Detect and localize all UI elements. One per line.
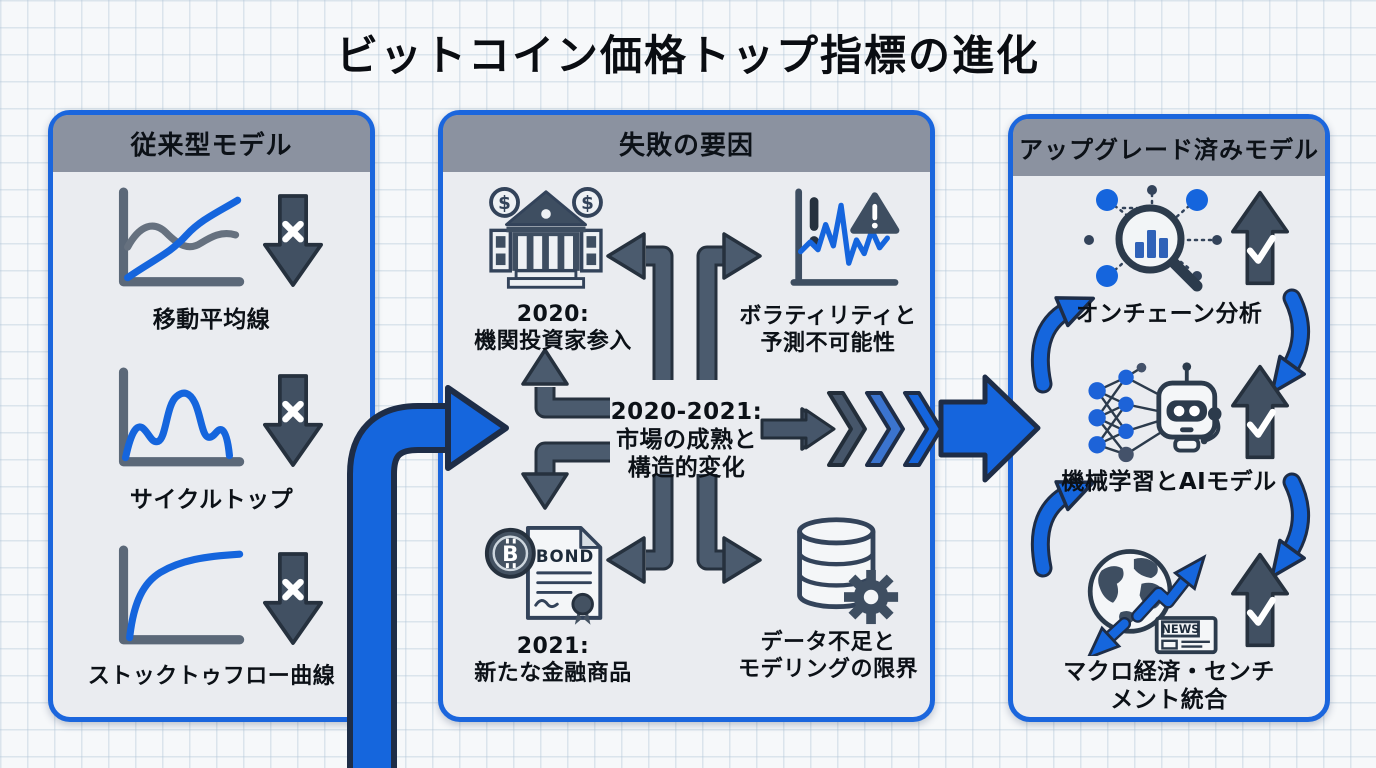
bank-institution-icon: $ $ [489, 186, 603, 289]
magnifier-bar-chart-icon [1115, 204, 1203, 292]
panel-traditional-body: 移動平均線 サイクルトップ ストックトゥフロー曲線 [53, 172, 370, 717]
bitcoin-coin-icon: B [484, 527, 536, 579]
panel-traditional-models: 従来型モデル 移動平均線 サイクルトップ [48, 110, 375, 722]
fail-down-arrow-icon [263, 552, 323, 645]
panel-upgraded-models: アップグレード済みモデル [1008, 114, 1330, 722]
page-title: ビットコイン価格トップ指標の進化 [335, 31, 1040, 80]
traditional-item-label: 移動平均線 [152, 307, 271, 333]
newspaper-icon: NEWS [1154, 616, 1218, 655]
moving-average-chart-icon [118, 187, 245, 287]
svg-text:$: $ [498, 193, 511, 214]
gear-icon [844, 569, 899, 625]
failure-item-label: 2021: 新たな金融商品 [474, 634, 632, 686]
upgraded-item-label: 機械学習とAIモデル [1061, 469, 1277, 495]
failure-center-label: 2020-2021: 市場の成熟と 構造的変化 [610, 399, 763, 482]
failure-item-label: 2020: 機関投資家参入 [474, 302, 632, 354]
traditional-item-label: ストックトゥフロー曲線 [87, 664, 336, 689]
robot-head-icon [1156, 362, 1222, 453]
machine-learning-ai-icon [1088, 362, 1222, 463]
failure-item-label: ボラティリティと 予測不可能性 [739, 304, 917, 356]
bitcoin-bond-document-icon: BOND B [484, 525, 603, 625]
trend-down-arrow-icon [1085, 617, 1132, 656]
onchain-analysis-icon [1084, 185, 1222, 292]
panel-upgraded-body: オンチェーン分析 [1013, 176, 1325, 717]
fail-down-arrow-icon [263, 374, 323, 467]
upgraded-item-label: マクロ経済・センチ メント統合 [1063, 659, 1275, 714]
dollar-coin-icon: $ [572, 186, 603, 218]
svg-text:NEWS: NEWS [1161, 622, 1199, 636]
trend-up-arrow-icon [1131, 554, 1207, 623]
panel-failure-header: 失敗の要因 [443, 115, 930, 172]
cycle-top-chart-icon [118, 367, 245, 467]
success-up-arrow-icon [1231, 364, 1289, 460]
panel-failure-factors: 失敗の要因 [438, 110, 935, 722]
failure-item-label: データ不足と モデリングの限界 [737, 630, 918, 682]
svg-text:$: $ [581, 193, 594, 214]
success-up-arrow-icon [1231, 552, 1289, 648]
warning-triangle-icon [850, 192, 900, 234]
panel-traditional-header: 従来型モデル [53, 115, 370, 172]
svg-text:B: B [502, 542, 518, 567]
database-gear-icon [797, 517, 899, 625]
volatility-warning-chart-icon [790, 188, 900, 286]
fail-down-arrow-icon [263, 194, 323, 287]
traditional-item-label: サイクルトップ [129, 487, 294, 513]
dollar-coin-icon: $ [489, 186, 520, 218]
success-up-arrow-icon [1231, 190, 1289, 286]
macro-sentiment-globe-icon: NEWS [1085, 549, 1218, 656]
panel-upgraded-header: アップグレード済みモデル [1013, 119, 1325, 176]
svg-text:BOND: BOND [536, 547, 594, 566]
stock-to-flow-chart-icon [118, 545, 245, 645]
panel-failure-body: $ $ 2020: 機関投資家参入 ボラティリテ [443, 172, 930, 717]
upgraded-item-label: オンチェーン分析 [1075, 301, 1263, 327]
